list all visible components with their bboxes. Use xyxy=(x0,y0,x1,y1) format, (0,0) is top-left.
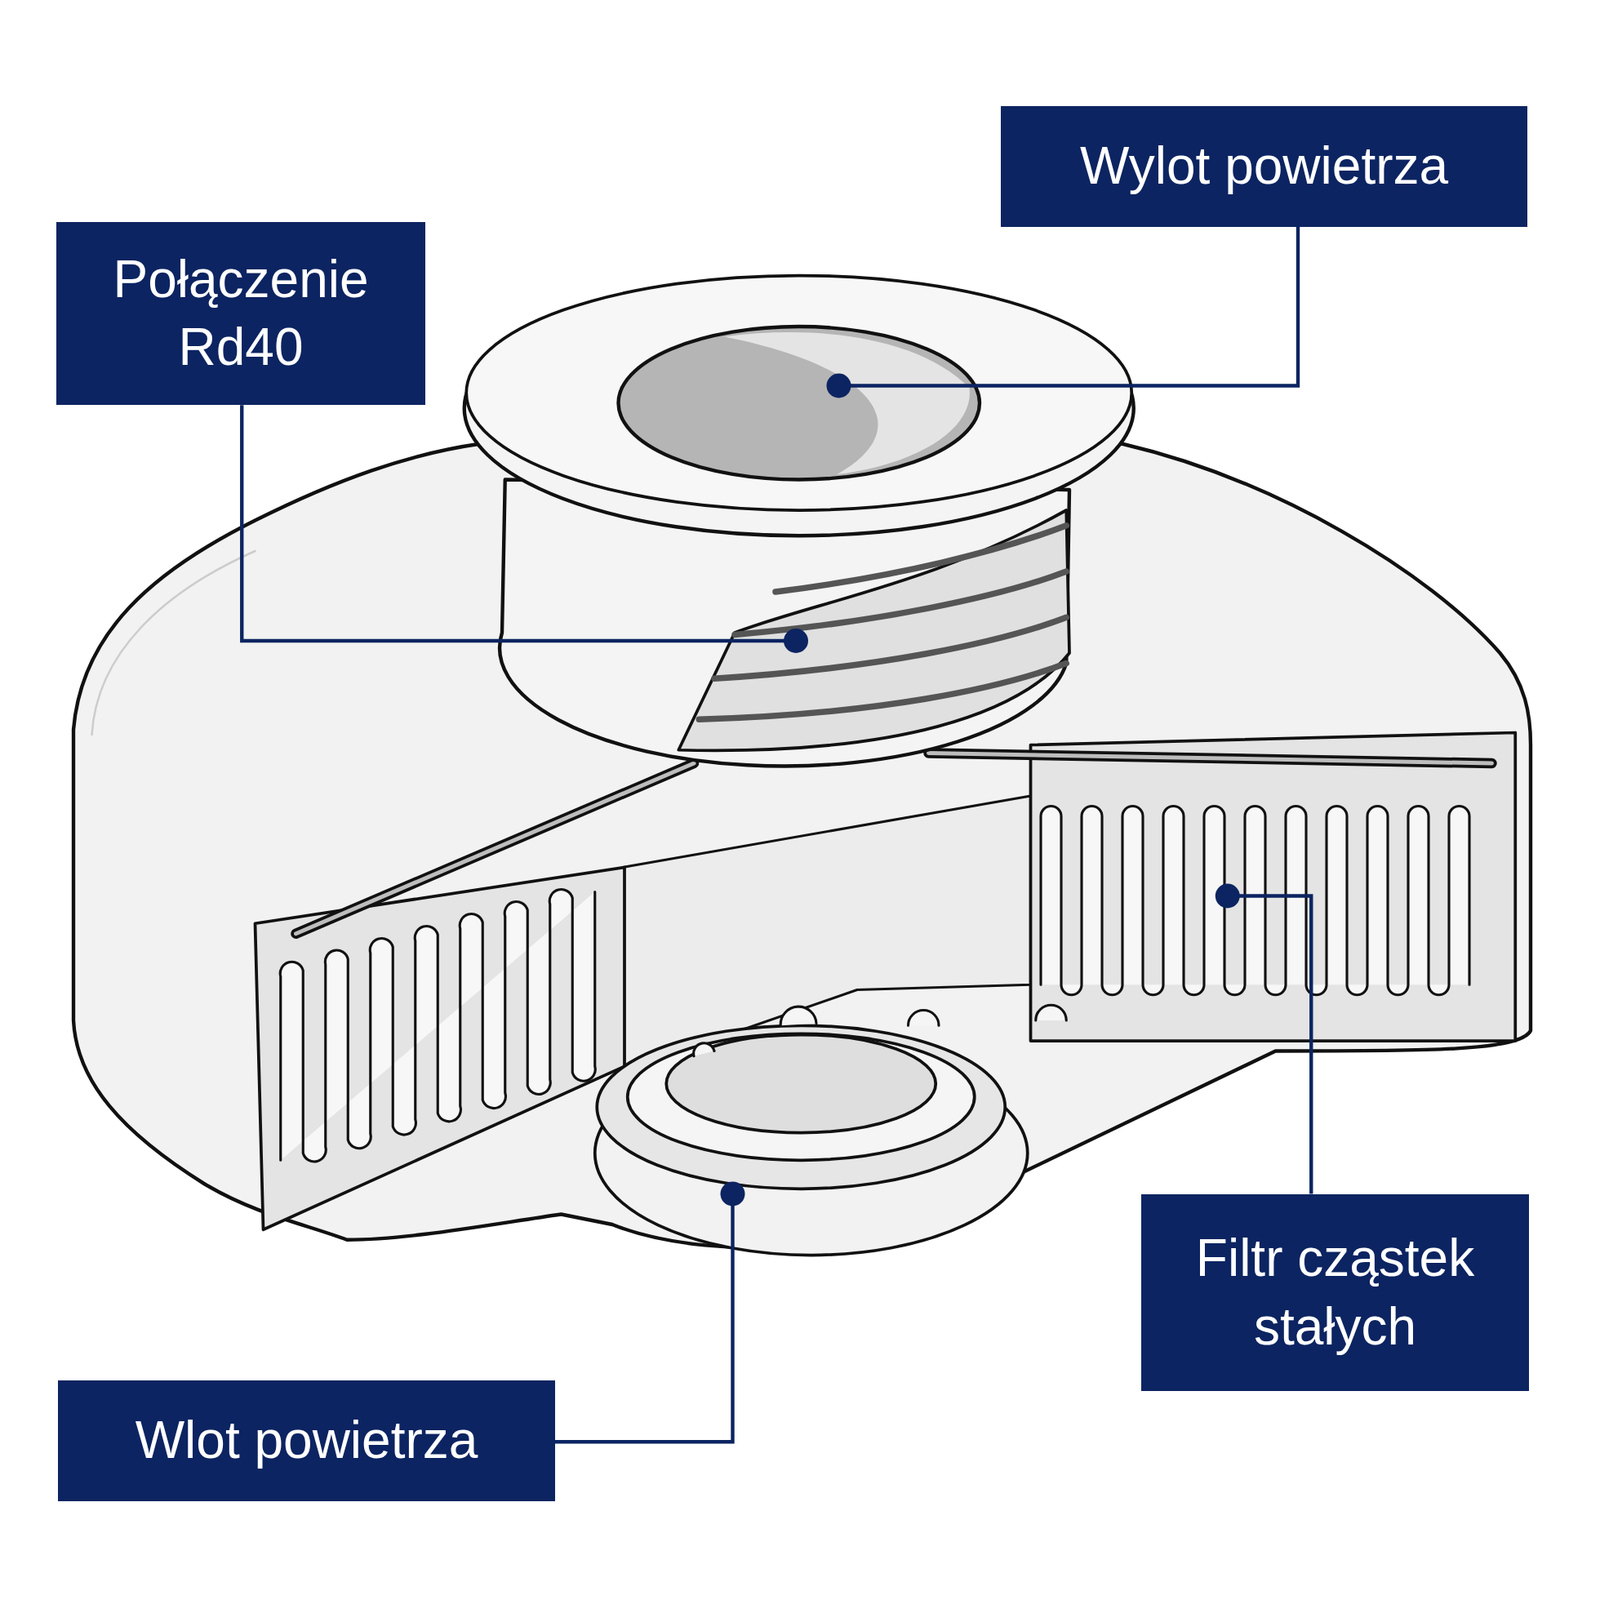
cut-face-right xyxy=(1031,733,1516,1042)
inlet-rim xyxy=(627,1033,975,1160)
inlet-ribs xyxy=(693,1004,1067,1057)
housing-shade xyxy=(92,551,256,735)
callout-box: Wlot powietrza xyxy=(57,1380,556,1502)
callout-label: Filtr cząstek stałych xyxy=(1157,1224,1513,1360)
leader-dot xyxy=(783,628,809,654)
leader-dot xyxy=(720,1182,746,1207)
callout-label: Połączenie Rd40 xyxy=(72,245,409,382)
callout-box: Połączenie Rd40 xyxy=(56,222,426,405)
filter-pleats-right xyxy=(1040,806,1470,996)
leader-dot xyxy=(826,373,852,399)
outlet-hole-light xyxy=(724,332,970,475)
cut-face-left xyxy=(255,867,626,1231)
thread-lines xyxy=(698,525,1067,720)
outlet-hole xyxy=(618,326,981,480)
inlet-ring xyxy=(596,1025,1005,1189)
callout-label: Wylot powietrza xyxy=(1080,132,1449,200)
leader-line xyxy=(839,226,1299,387)
leader-line xyxy=(241,404,796,641)
outlet-flange-top xyxy=(466,275,1132,512)
callout-label: Wlot powietrza xyxy=(135,1406,479,1475)
thread-cut xyxy=(678,510,1070,751)
leader-dot xyxy=(1215,884,1240,909)
filter-pleats-left xyxy=(280,888,596,1162)
leader-line xyxy=(1227,896,1312,1195)
housing-body xyxy=(73,444,1531,1249)
callout-box: Filtr cząstek stałych xyxy=(1141,1194,1529,1392)
leader-line xyxy=(555,1194,734,1443)
callout-box: Wylot powietrza xyxy=(1000,106,1528,227)
